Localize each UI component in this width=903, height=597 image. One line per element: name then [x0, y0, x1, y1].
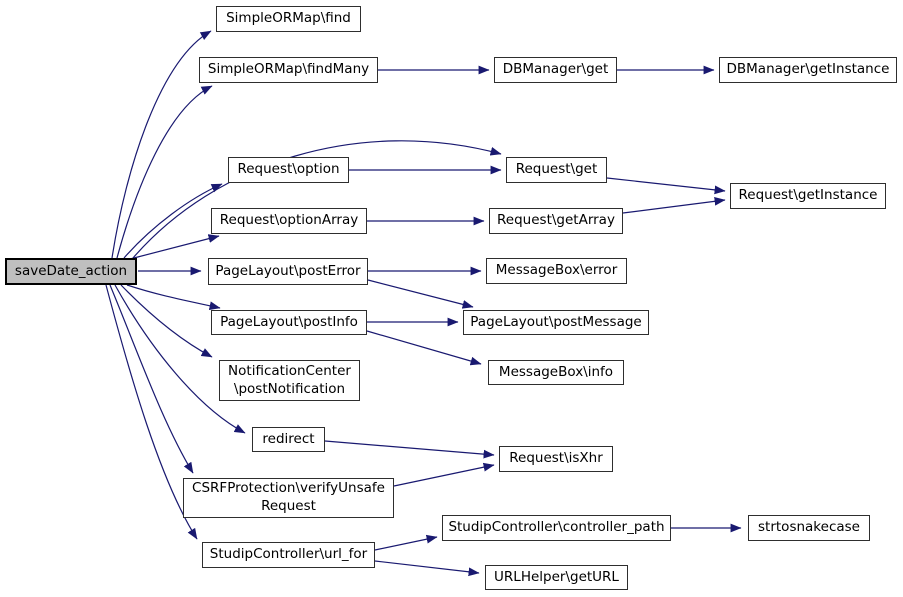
node-label: DBManager\getInstance: [726, 61, 890, 78]
node-request-getarray[interactable]: Request\getArray: [489, 208, 623, 234]
edge-savedate-to-postnotification: [120, 284, 213, 358]
node-label: SimpleORMap\find: [226, 10, 351, 27]
node-strtosnakecase[interactable]: strtosnakecase: [748, 515, 870, 541]
edge-urlfor-to-geturl: [374, 560, 480, 577]
edge-urlfor-to-controllerpath: [374, 534, 438, 551]
node-request-isxhr[interactable]: Request\isXhr: [499, 446, 613, 472]
node-label: Request\optionArray: [219, 212, 359, 229]
node-label: MessageBox\error: [495, 262, 618, 279]
node-label: Request\option: [237, 161, 340, 178]
node-simpleormap-find[interactable]: SimpleORMap\find: [216, 6, 361, 32]
edge-posterror-to-postmessage: [367, 279, 474, 309]
node-label: saveDate_action: [14, 262, 128, 279]
node-request-optionarray[interactable]: Request\optionArray: [211, 208, 367, 234]
node-simpleormap-findmany[interactable]: SimpleORMap\findMany: [199, 57, 378, 83]
node-savedate-action[interactable]: saveDate_action: [5, 258, 137, 285]
node-label: URLHelper\getURL: [494, 568, 619, 585]
edge-redirect-to-isxhr: [324, 440, 495, 459]
edge-postinfo-to-messageboxinfo: [366, 330, 482, 366]
node-label: PageLayout\postMessage: [470, 313, 642, 330]
edge-savedate-to-postinfo: [126, 284, 221, 311]
node-label: NotificationCenter \postNotification: [228, 362, 351, 397]
node-label: SimpleORMap\findMany: [207, 61, 370, 78]
node-csrfprotection-verifyunsaferequest[interactable]: CSRFProtection\verifyUnsafe Request: [183, 478, 394, 518]
node-dbmanager-getinstance[interactable]: DBManager\getInstance: [719, 57, 897, 83]
edge-savedate-to-optionarray: [129, 234, 220, 260]
node-studipcontroller-url-for[interactable]: StudipController\url_for: [202, 542, 375, 568]
node-notificationcenter-postnotification[interactable]: NotificationCenter \postNotification: [219, 360, 360, 401]
edge-savedate-to-redirect: [114, 284, 246, 434]
node-request-option[interactable]: Request\option: [228, 157, 349, 183]
edge-getarray-to-getinstance: [622, 196, 726, 214]
node-pagelayout-postmessage[interactable]: PageLayout\postMessage: [463, 310, 649, 335]
node-dbmanager-get[interactable]: DBManager\get: [494, 57, 617, 83]
node-label: CSRFProtection\verifyUnsafe Request: [192, 480, 385, 514]
node-urlhelper-geturl[interactable]: URLHelper\getURL: [485, 565, 628, 590]
node-label: MessageBox\info: [498, 363, 614, 380]
node-label: redirect: [262, 430, 315, 447]
node-messagebox-error[interactable]: MessageBox\error: [486, 258, 627, 284]
node-request-getinstance[interactable]: Request\getInstance: [730, 183, 886, 209]
edge-savedate-to-find: [111, 30, 212, 259]
node-label: Request\get: [515, 161, 598, 178]
edge-savedate-to-findmany: [116, 85, 213, 259]
node-pagelayout-posterror[interactable]: PageLayout\postError: [208, 258, 368, 285]
node-messagebox-info[interactable]: MessageBox\info: [488, 360, 624, 385]
node-label: PageLayout\postInfo: [220, 313, 358, 330]
node-redirect[interactable]: redirect: [252, 427, 325, 452]
node-label: Request\getArray: [497, 212, 615, 229]
node-label: StudipController\controller_path: [448, 519, 665, 536]
edge-csrf-to-isxhr: [393, 462, 495, 487]
node-pagelayout-postinfo[interactable]: PageLayout\postInfo: [211, 310, 367, 335]
node-label: strtosnakecase: [758, 519, 860, 536]
node-label: Request\isXhr: [509, 450, 603, 467]
edge-savedate-to-csrf: [109, 284, 194, 474]
edge-requestget-to-getinstance: [606, 177, 726, 195]
node-label: StudipController\url_for: [209, 546, 368, 563]
node-studipcontroller-controller-path[interactable]: StudipController\controller_path: [442, 515, 671, 541]
node-label: DBManager\get: [502, 61, 609, 78]
node-label: Request\getInstance: [738, 187, 878, 204]
edge-savedate-to-option: [123, 183, 223, 259]
node-label: PageLayout\postError: [215, 262, 361, 279]
node-request-get[interactable]: Request\get: [506, 157, 607, 183]
edge-savedate-to-request-get: [132, 140, 502, 259]
